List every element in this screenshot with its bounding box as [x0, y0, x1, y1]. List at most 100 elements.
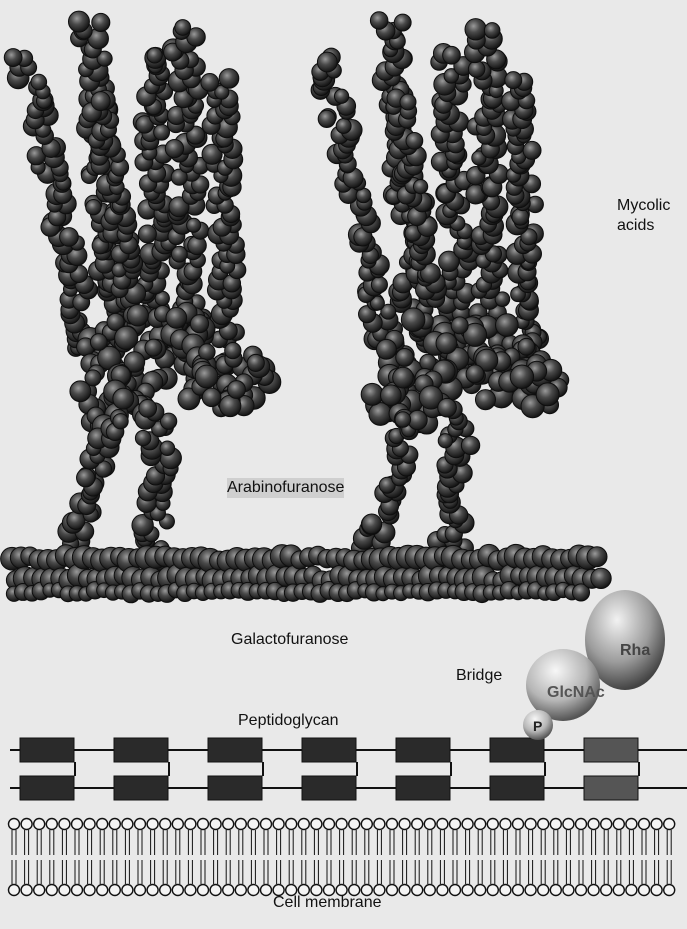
- peptidoglycan-unit: [114, 776, 168, 800]
- atom-sphere: [225, 343, 241, 359]
- lipid-head-top: [273, 819, 284, 830]
- atom-sphere: [496, 314, 519, 337]
- lipid-head-top: [613, 819, 624, 830]
- atom-sphere: [461, 436, 479, 454]
- lipid-head-top: [538, 819, 549, 830]
- lipid-head-bottom: [122, 885, 133, 896]
- atom-sphere: [334, 89, 348, 103]
- lipid-head-top: [109, 819, 120, 830]
- lipid-head-bottom: [626, 885, 637, 896]
- lipid-head-bottom: [550, 885, 561, 896]
- lipid-head-top: [462, 819, 473, 830]
- atom-sphere: [77, 469, 95, 487]
- bridge-group: Rha GlcNAc P: [523, 590, 665, 740]
- atom-sphere: [401, 308, 425, 332]
- atom-sphere: [484, 23, 500, 39]
- peptidoglycan-unit: [20, 776, 74, 800]
- lipid-head-top: [235, 819, 246, 830]
- lipid-head-bottom: [109, 885, 120, 896]
- atom-sphere: [438, 398, 457, 417]
- lipid-head-top: [487, 819, 498, 830]
- lipid-head-top: [122, 819, 133, 830]
- atom-sphere: [465, 19, 486, 40]
- lipid-head-top: [412, 819, 423, 830]
- atom-sphere: [396, 349, 414, 367]
- lipid-head-top: [198, 819, 209, 830]
- atom-sphere: [154, 124, 170, 140]
- peptidoglycan-unit: [208, 738, 262, 762]
- peptidoglycan-unit: [490, 738, 544, 762]
- lipid-head-bottom: [147, 885, 158, 896]
- lipid-head-top: [261, 819, 272, 830]
- peptidoglycan-unit: [302, 738, 356, 762]
- peptidoglycan-unit: [114, 738, 168, 762]
- lipid-head-top: [424, 819, 435, 830]
- lipid-head-bottom: [613, 885, 624, 896]
- lipid-head-bottom: [399, 885, 410, 896]
- atom-sphere: [370, 12, 388, 30]
- lipid-head-bottom: [198, 885, 209, 896]
- lipid-head-bottom: [424, 885, 435, 896]
- lipid-head-bottom: [172, 885, 183, 896]
- rha-label: Rha: [620, 642, 650, 659]
- atom-sphere: [247, 354, 264, 371]
- lipid-head-bottom: [475, 885, 486, 896]
- lipid-head-bottom: [135, 885, 146, 896]
- lipid-head-top: [639, 819, 650, 830]
- atom-sphere: [70, 381, 91, 402]
- arabinofuranose-label: Arabinofuranose: [227, 478, 344, 498]
- cell-membrane-label: Cell membrane: [273, 893, 381, 913]
- lipid-head-bottom: [34, 885, 45, 896]
- atom-sphere: [91, 92, 110, 111]
- lipid-head-bottom: [72, 885, 83, 896]
- atom-sphere: [475, 390, 495, 410]
- atom-sphere: [60, 228, 79, 247]
- atom-sphere: [228, 381, 246, 399]
- lipid-head-bottom: [9, 885, 20, 896]
- peptidoglycan-layer: [10, 738, 687, 800]
- lipid-head-top: [59, 819, 70, 830]
- peptidoglycan-unit: [584, 738, 638, 762]
- mycolic-acids-label: Mycolic acids: [617, 196, 670, 236]
- lipid-head-top: [72, 819, 83, 830]
- lipid-head-top: [147, 819, 158, 830]
- atom-sphere: [139, 399, 157, 417]
- lipid-head-top: [21, 819, 32, 830]
- atom-sphere: [381, 385, 402, 406]
- atom-sphere: [86, 200, 101, 215]
- lipid-head-bottom: [210, 885, 221, 896]
- lipid-head-bottom: [248, 885, 259, 896]
- lipid-head-top: [172, 819, 183, 830]
- lipid-head-bottom: [462, 885, 473, 896]
- atom-sphere: [536, 383, 559, 406]
- lipid-head-bottom: [437, 885, 448, 896]
- lipid-head-bottom: [412, 885, 423, 896]
- atom-sphere: [395, 412, 411, 428]
- lipid-head-top: [387, 819, 398, 830]
- galactofuranose-label: Galactofuranose: [231, 630, 348, 650]
- atom-sphere: [406, 132, 423, 149]
- lipid-head-bottom: [387, 885, 398, 896]
- atom-sphere: [138, 225, 156, 243]
- atom-sphere: [591, 568, 611, 588]
- atom-sphere: [92, 13, 110, 31]
- glcnac-label: GlcNAc: [547, 684, 605, 701]
- atom-sphere: [362, 514, 382, 534]
- lipid-head-top: [626, 819, 637, 830]
- lipid-head-bottom: [576, 885, 587, 896]
- atom-sphere: [468, 61, 485, 78]
- lipid-head-top: [324, 819, 335, 830]
- atom-sphere: [201, 73, 219, 91]
- lipid-head-top: [588, 819, 599, 830]
- lipid-head-top: [437, 819, 448, 830]
- atom-sphere: [166, 308, 187, 329]
- lipid-head-top: [550, 819, 561, 830]
- peptidoglycan-label: Peptidoglycan: [238, 711, 339, 731]
- lipid-head-bottom: [59, 885, 70, 896]
- peptidoglycan-unit: [396, 776, 450, 800]
- atom-sphere: [443, 46, 461, 64]
- lipid-head-bottom: [500, 885, 511, 896]
- phosphate-label: P: [533, 718, 542, 734]
- atom-sphere: [369, 403, 392, 426]
- atom-sphere: [510, 365, 533, 388]
